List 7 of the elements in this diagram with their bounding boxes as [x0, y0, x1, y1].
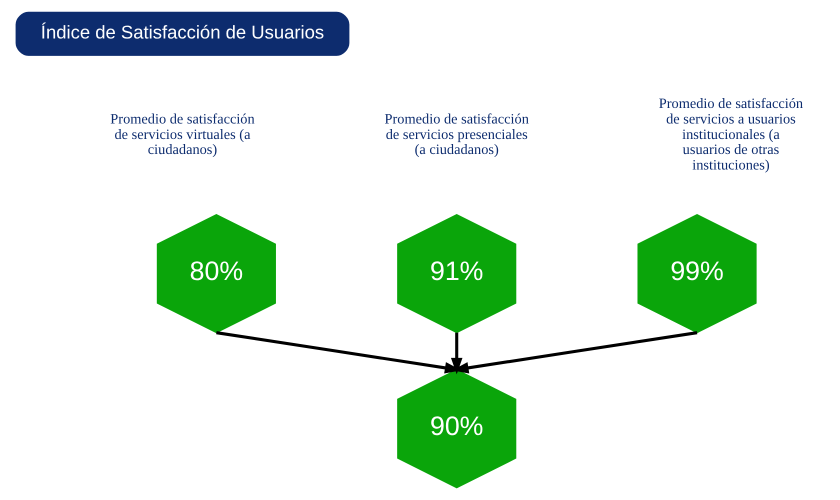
- node-label: Promedio de satisfacción de servicios a usuarios institucionales (a usuarios de otras instituciones): [658, 96, 804, 174]
- node-label: Promedio de satisfacción de servicios virtuales (a ciudadanos): [110, 111, 255, 158]
- arrow: [452, 331, 698, 374]
- node-label: Promedio de satisfacción de servicios presenciales (a ciudadanos): [384, 111, 529, 158]
- node-box: Índice de Satisfacción de Usuarios: [16, 12, 350, 56]
- arrow: [450, 332, 462, 374]
- arrow: [216, 331, 462, 374]
